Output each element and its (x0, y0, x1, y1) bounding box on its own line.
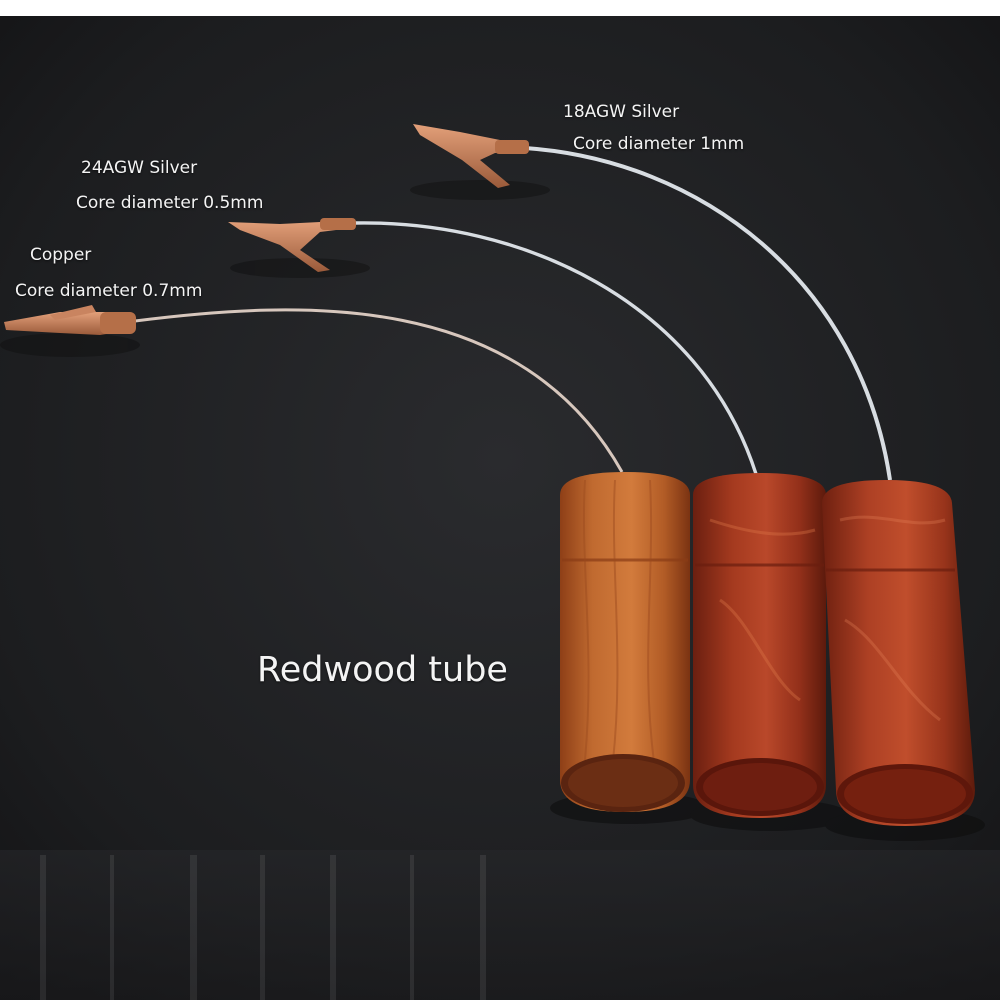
label-18agw-core: Core diameter 1mm (573, 134, 745, 154)
label-copper: Copper (30, 245, 92, 265)
label-24agw-silver: 24AGW Silver (81, 158, 198, 178)
label-18agw-silver: 18AGW Silver (563, 102, 680, 122)
label-copper-core: Core diameter 0.7mm (15, 281, 203, 301)
label-redwood-tube: Redwood tube (257, 650, 508, 690)
label-24agw-core: Core diameter 0.5mm (76, 193, 264, 213)
